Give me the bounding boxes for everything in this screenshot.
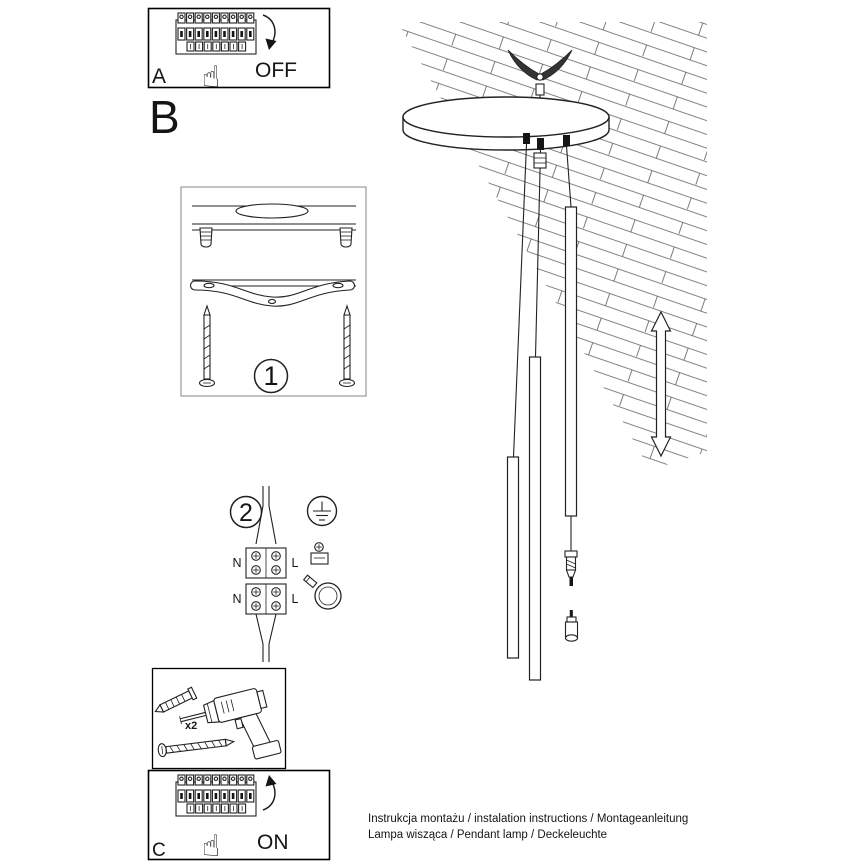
cable-grip	[563, 135, 570, 146]
panel-c-frame	[147, 769, 331, 861]
pendant-cable-right	[565, 145, 572, 208]
threaded-insert-icon	[199, 227, 213, 248]
panel-c-letter: C	[152, 840, 166, 861]
terminal-label-l1: L	[292, 556, 299, 570]
hand-icon: ☝	[202, 830, 220, 863]
step2-number: 2	[239, 499, 253, 527]
step1-bracket-panel: 1	[180, 186, 367, 397]
terminal-screw-icon	[271, 601, 281, 611]
pendant-tube-middle	[528, 356, 542, 681]
terminal-screw-icon	[271, 587, 281, 597]
terminal-label-l2: L	[292, 592, 299, 606]
wire	[268, 505, 277, 545]
cable-clamp-inner	[318, 586, 338, 606]
tools-frame	[151, 667, 287, 770]
screw-icon	[338, 305, 356, 388]
step1-frame	[180, 186, 367, 397]
bracket-hole	[332, 282, 344, 289]
pendant-cable-middle	[534, 149, 542, 358]
clamp-bolt-icon	[302, 574, 318, 589]
height-arrow-icon	[650, 310, 672, 458]
power-off-label: OFF	[255, 59, 297, 82]
terminal-label-n2: N	[232, 592, 241, 606]
tools-panel: x2	[151, 667, 287, 770]
step1-number-circle	[253, 358, 289, 394]
anchor-qty-label: x2	[185, 720, 197, 732]
rotate-arrowhead-icon	[265, 38, 277, 50]
wire	[255, 505, 264, 545]
cable-grip	[537, 138, 544, 150]
terminal-screw-icon	[251, 601, 261, 611]
cable-grip	[523, 133, 530, 144]
cable-lock-fitting	[564, 550, 578, 586]
terminal-label-n1: N	[232, 556, 241, 570]
footer-line1: Instrukcja montażu / instalation instruc…	[368, 813, 688, 825]
panel-a-frame	[147, 7, 331, 89]
hand-icon: ☝	[202, 61, 220, 94]
wire	[268, 613, 277, 645]
bracket-hole	[267, 298, 277, 305]
rotate-arrowhead-icon	[265, 775, 277, 787]
terminal-screw-icon	[251, 551, 261, 561]
wall-anchor-icon	[154, 686, 198, 713]
mounting-bracket	[189, 280, 356, 307]
wire	[255, 613, 264, 645]
terminal-screw-icon	[251, 587, 261, 597]
panel-power-off: ☝ OFF A	[147, 7, 331, 94]
footer: Instrukcja montażu / instalation instruc…	[368, 813, 688, 841]
canopy	[402, 96, 610, 138]
step2-wiring: 2 N L N L	[229, 486, 342, 662]
ground-screw-icon	[314, 542, 324, 552]
panel-power-on: ☝ ON C	[147, 769, 331, 863]
section-b-letter: B	[149, 91, 180, 143]
power-on-label: ON	[257, 831, 289, 854]
threaded-insert-icon	[339, 227, 353, 248]
step1-number: 1	[263, 361, 278, 391]
terminal-screw-icon	[271, 551, 281, 561]
spring-clip-icon	[507, 49, 573, 100]
panel-a-letter: A	[152, 65, 166, 88]
cable-connector	[533, 152, 547, 169]
screw-icon	[198, 305, 216, 388]
fusebox-icon	[176, 775, 256, 816]
mounting-screw-icon	[157, 738, 236, 758]
footer-line2: Lampa wisząca / Pendant lamp / Deckeleuc…	[368, 829, 607, 841]
pendant-tube-left	[506, 456, 520, 659]
end-cap-fitting	[564, 610, 579, 642]
pendant-lamp-illustration	[398, 22, 707, 681]
terminal-screw-icon	[271, 565, 281, 575]
earth-symbol-icon	[306, 495, 338, 527]
junction-box-recess	[235, 203, 309, 219]
cable-clamp-ring	[314, 582, 342, 610]
drill-icon	[179, 688, 282, 760]
ground-terminal	[310, 552, 329, 565]
fusebox-icon	[176, 13, 256, 54]
bracket-hole	[203, 282, 215, 289]
pendant-cable-left	[512, 143, 528, 458]
pendant-tube-right	[564, 206, 578, 517]
terminal-screw-icon	[251, 565, 261, 575]
